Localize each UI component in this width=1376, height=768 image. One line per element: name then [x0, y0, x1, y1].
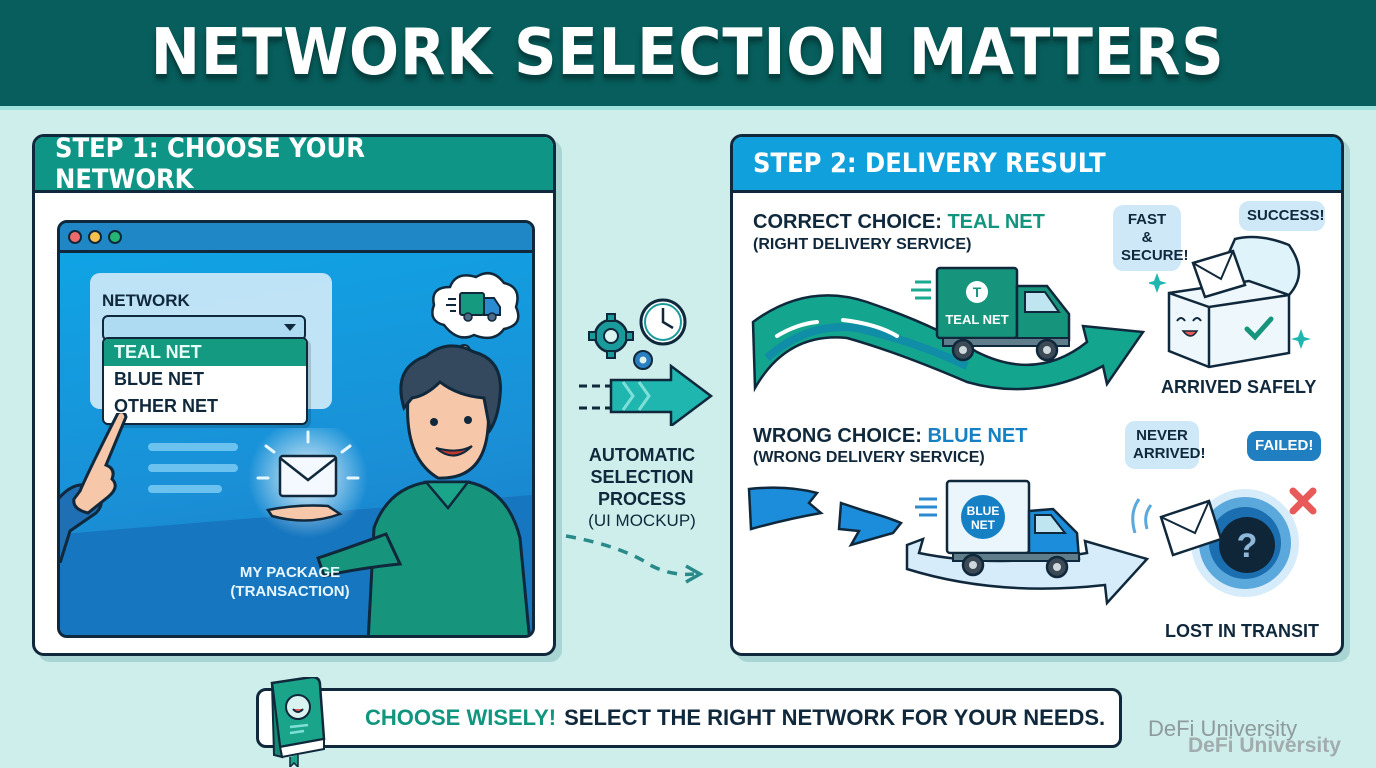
- envelope-icon: [248, 428, 368, 538]
- option-teal-net[interactable]: TEAL NET: [104, 339, 306, 366]
- sparkle-icon: [1291, 329, 1311, 349]
- step2-header: STEP 2: DELIVERY RESULT: [733, 137, 1341, 193]
- page-title: NETWORK SELECTION MATTERS: [151, 16, 1225, 90]
- happy-box-icon: [1149, 235, 1311, 369]
- fast-secure-bubble-line2: SECURE!: [1121, 247, 1189, 264]
- caret-down-icon: [284, 324, 296, 331]
- process-arrow-icon: [579, 298, 714, 426]
- correct-choice-subtitle: (RIGHT DELIVERY SERVICE): [753, 236, 972, 253]
- title-banner: NETWORK SELECTION MATTERS: [0, 0, 1376, 106]
- blue-truck-icon: [915, 479, 1081, 579]
- watermark: DeFi University: [1148, 716, 1298, 741]
- blue-truck-label-line2: NET: [971, 518, 996, 532]
- failed-bubble: FAILED!: [1247, 431, 1321, 461]
- vortex-icon: ?: [1131, 487, 1317, 597]
- sparkle-icon: [1149, 273, 1167, 293]
- book-icon: [270, 677, 326, 767]
- wrong-choice-prefix: WRONG CHOICE:: [753, 425, 928, 447]
- step1-title: STEP 1: CHOOSE YOUR NETWORK: [55, 134, 365, 195]
- correct-choice-title: CORRECT CHOICE: TEAL NET: [753, 211, 1045, 234]
- footer-text: SELECT THE RIGHT NETWORK FOR YOUR NEEDS.: [564, 705, 1106, 730]
- pointing-hand-icon: [60, 413, 128, 563]
- process-label: AUTOMATIC SELECTION PROCESS (UI MOCKUP): [572, 444, 712, 532]
- lost-envelope-icon: [1159, 499, 1223, 557]
- process-label-line1: AUTOMATIC: [588, 445, 696, 465]
- package-label-line1: MY PACKAGE: [239, 564, 341, 581]
- never-arrived-bubble-line2: ARRIVED!: [1133, 445, 1206, 462]
- blue-truck-label-line1: BLUE: [967, 504, 1000, 518]
- footer-message: CHOOSE WISELY! SELECT THE RIGHT NETWORK …: [256, 688, 1122, 748]
- dashed-arrow-icon: [565, 534, 704, 584]
- teal-truck-icon: T: [911, 266, 1071, 362]
- wrong-choice-subtitle: (WRONG DELIVERY SERVICE): [753, 449, 985, 466]
- process-label-line2: SELECTION: [590, 467, 694, 487]
- gear-icon: [588, 313, 634, 359]
- svg-text:T: T: [973, 284, 982, 300]
- process-label-line3: PROCESS: [597, 489, 687, 509]
- banner-divider: [0, 106, 1376, 110]
- package-label-line2: (TRANSACTION): [230, 583, 350, 600]
- browser-mockup: NETWORK TEAL NET BLUE NET OTHER NET: [57, 220, 535, 638]
- success-bubble: SUCCESS!: [1239, 201, 1325, 231]
- process-label-line4: (UI MOCKUP): [588, 511, 696, 530]
- placeholder-line: [148, 443, 238, 451]
- teal-route-illustration: T TEAL NET: [751, 266, 1146, 393]
- step2-title: STEP 2: DELIVERY RESULT: [753, 148, 1106, 179]
- correct-choice-network: TEAL NET: [947, 211, 1045, 233]
- lost-in-transit-label: LOST IN TRANSIT: [1165, 621, 1319, 641]
- wrong-choice-title: WRONG CHOICE: BLUE NET: [753, 425, 1027, 448]
- wrong-choice-network: BLUE NET: [927, 425, 1028, 447]
- step1-panel: STEP 1: CHOOSE YOUR NETWORK NETWORK TEAL…: [32, 134, 556, 656]
- fast-secure-bubble: FAST & SECURE!: [1113, 205, 1189, 271]
- clock-icon: [639, 298, 687, 346]
- blue-route-illustration: BLUE NET: [747, 479, 1150, 606]
- question-mark-icon: ?: [1237, 527, 1258, 565]
- close-dot-icon: [68, 229, 82, 244]
- option-other-net[interactable]: OTHER NET: [114, 396, 219, 416]
- placeholder-line: [148, 464, 238, 472]
- correct-choice-prefix: CORRECT CHOICE:: [753, 211, 948, 233]
- placeholder-line: [148, 485, 222, 493]
- step2-panel: STEP 2: DELIVERY RESULT CORRECT CHOICE: …: [730, 134, 1344, 656]
- network-label: NETWORK: [102, 291, 190, 310]
- watermark-shadow: DeFi University: [1188, 734, 1341, 757]
- person-illustration: [316, 344, 531, 635]
- network-dropdown: TEAL NET BLUE NET OTHER NET: [102, 337, 308, 425]
- browser-titlebar: [60, 223, 532, 253]
- never-arrived-bubble: NEVER ARRIVED!: [1125, 421, 1206, 469]
- option-blue-net[interactable]: BLUE NET: [114, 369, 204, 389]
- package-label: MY PACKAGE (TRANSACTION): [220, 563, 360, 601]
- arrived-safely-label: ARRIVED SAFELY: [1161, 377, 1317, 397]
- x-mark-icon: [1289, 487, 1317, 515]
- step1-header: STEP 1: CHOOSE YOUR NETWORK: [35, 134, 553, 195]
- fast-secure-bubble-line1: FAST &: [1127, 211, 1167, 246]
- teal-truck-label: TEAL NET: [945, 312, 1008, 327]
- maximize-dot-icon: [108, 229, 122, 244]
- minimize-dot-icon: [88, 229, 102, 244]
- never-arrived-bubble-line1: NEVER: [1136, 427, 1188, 444]
- footer-accent: CHOOSE WISELY!: [365, 705, 557, 730]
- check-icon: [1244, 316, 1274, 341]
